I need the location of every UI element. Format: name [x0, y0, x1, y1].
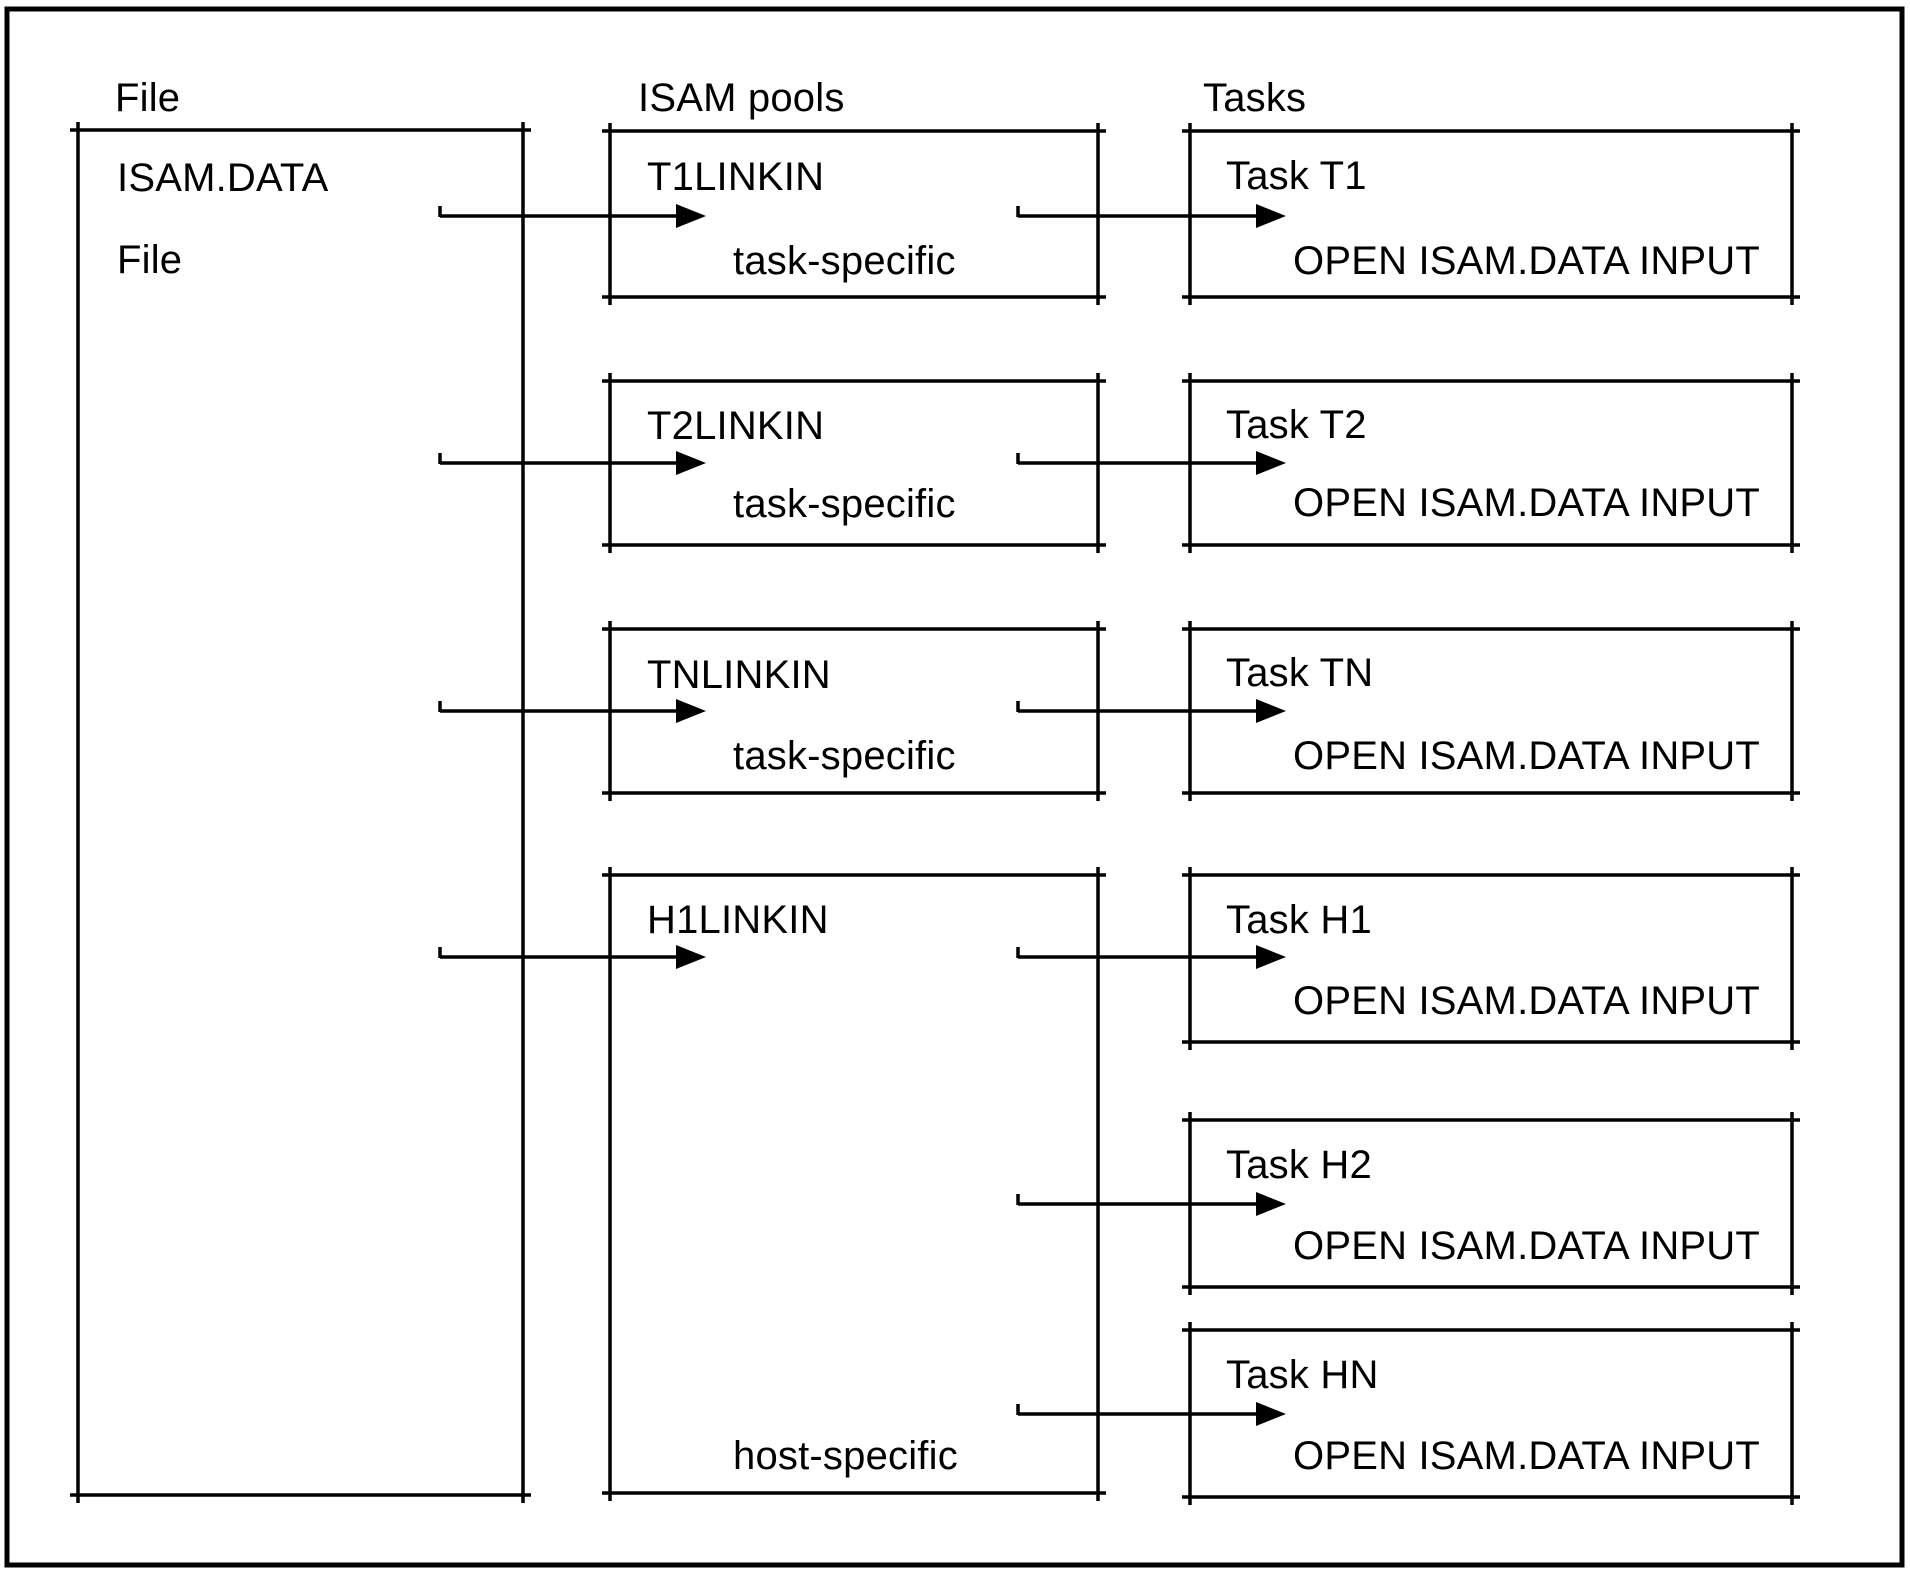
arrow-file-to-h1linkin	[438, 945, 706, 969]
task-h1-statement: OPEN ISAM.DATA INPUT	[1293, 979, 1761, 1023]
arrow-t2linkin-to-task-t2	[1016, 451, 1286, 475]
arrow-tnlinkin-to-task-tn	[1016, 699, 1286, 723]
pool-t2linkin-scope: task-specific	[733, 482, 956, 526]
task-box-t1-outline	[1182, 123, 1800, 305]
file-box-title: ISAM.DATA	[117, 156, 329, 200]
arrow-h1linkin-to-task-h1	[1016, 945, 1286, 969]
tasks-column-label: Tasks	[1203, 76, 1307, 120]
task-t2-name: Task T2	[1226, 403, 1367, 447]
arrow-file-to-tnlinkin	[438, 699, 706, 723]
pool-box-t1linkin-outline	[602, 123, 1106, 305]
arrow-h1linkin-to-task-h2	[1016, 1192, 1286, 1216]
pool-h1linkin-name: H1LINKIN	[647, 898, 829, 942]
task-t2-statement: OPEN ISAM.DATA INPUT	[1293, 481, 1761, 525]
file-box-outline	[70, 122, 531, 1503]
task-hn-name: Task HN	[1226, 1353, 1379, 1397]
task-h2-name: Task H2	[1226, 1143, 1372, 1187]
arrow-h1linkin-to-task-hn	[1016, 1402, 1286, 1426]
task-tn-name: Task TN	[1226, 651, 1374, 695]
pool-box-h1linkin-outline	[602, 867, 1106, 1501]
pool-box-tnlinkin-outline	[602, 621, 1106, 801]
task-box-tn-outline	[1182, 621, 1800, 801]
pool-h1linkin-scope: host-specific	[733, 1434, 958, 1478]
pool-t1linkin-name: T1LINKIN	[647, 155, 825, 199]
pool-t1linkin-scope: task-specific	[733, 239, 956, 283]
task-t1-statement: OPEN ISAM.DATA INPUT	[1293, 239, 1761, 283]
file-column-label: File	[115, 76, 181, 120]
arrow-t1linkin-to-task-t1	[1016, 204, 1286, 228]
outer-frame	[4, 6, 1905, 1568]
arrow-file-to-t1linkin	[438, 204, 706, 228]
task-box-h2-outline	[1182, 1112, 1800, 1295]
pool-t2linkin-name: T2LINKIN	[647, 404, 825, 448]
task-box-h1-outline	[1182, 867, 1800, 1050]
pools-column-label: ISAM pools	[638, 76, 845, 120]
task-t1-name: Task T1	[1226, 154, 1367, 198]
pool-tnlinkin-name: TNLINKIN	[647, 653, 831, 697]
task-hn-statement: OPEN ISAM.DATA INPUT	[1293, 1434, 1761, 1478]
task-tn-statement: OPEN ISAM.DATA INPUT	[1293, 734, 1761, 778]
pool-tnlinkin-scope: task-specific	[733, 734, 956, 778]
task-box-t2-outline	[1182, 373, 1800, 553]
task-h2-statement: OPEN ISAM.DATA INPUT	[1293, 1224, 1761, 1268]
arrow-file-to-t2linkin	[438, 451, 706, 475]
task-h1-name: Task H1	[1226, 898, 1372, 942]
file-box-subtitle: File	[117, 238, 183, 282]
